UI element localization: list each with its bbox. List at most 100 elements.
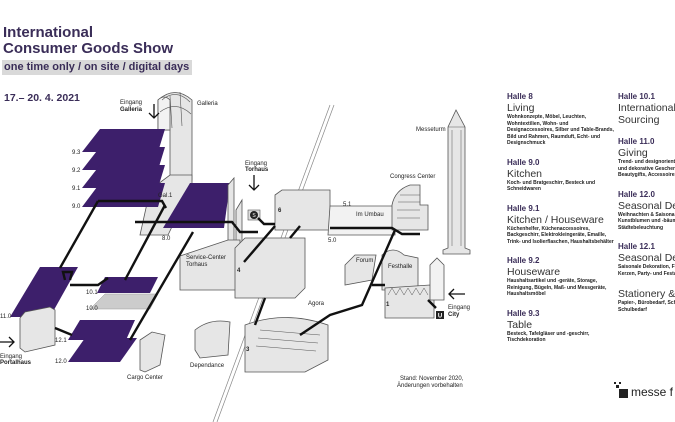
title-line-1: International [3,24,94,41]
hall-12-0[interactable] [68,338,137,362]
hall-9-2-label: 9.2 [72,168,81,174]
hall-description-3: Städtebeleuchtung [618,224,664,231]
hall-10-1-label: 10.1 [86,290,98,296]
hall-9-0-label: 9.0 [72,204,81,210]
hall-6-label: 6 [278,208,282,214]
legend-entry-hall-10-1: Halle 10.1 International Sourcing [618,92,675,126]
tower-building [429,257,445,301]
legend-entry-hall-9-1: Halle 9.1 Kitchen / Houseware Küchenhelf… [507,204,615,246]
messe-logo: messe f [614,382,673,398]
hall-11-0[interactable] [10,267,78,317]
hall-number: Halle 9.0 [507,157,540,167]
hall-description-3: Beautygifts, Accessoires [618,172,675,178]
entrance-portalhaus-name: Portalhaus [0,360,32,366]
sbahn-letter: S [252,213,256,219]
legend-entry-hall-9-0: Halle 9.0 Kitchen Koch- und Bratgeschirr… [507,158,615,193]
hall-9-1-label: 9.1 [72,186,81,192]
entrance-city-name: City [448,312,460,318]
legend-entry-hall-9-2: Halle 9.2 Houseware Haushaltsartikel und… [507,256,615,298]
hall-6[interactable] [274,189,331,231]
hall-8-0-label: 8.0 [162,236,171,242]
dependance-label: Dependance [190,363,225,369]
legend-entry-stationery: Stationery & Papier-, Bürobedarf, Sch Sc… [618,288,675,313]
hall-theme-2: Sourcing [618,114,660,126]
hall-12-1[interactable] [68,320,135,340]
hall-description: Weihnachten & Saisona [618,211,675,218]
hall-1-label: 1 [386,302,390,308]
hall-number: Halle 12.1 [618,242,655,251]
hall-number: Halle 9.2 [507,256,540,265]
hall-11-0-label: 11.0 [0,314,12,320]
im-umbau-label: Im Umbau [356,212,384,218]
hall-description: Besteck, Tafelgläser und -geschirr, Tisc… [507,330,590,344]
hall-4[interactable] [234,237,306,299]
hall-theme: Houseware [507,266,561,278]
legend-entry-hall-12-0: Halle 12.0 Seasonal Dec Weihnachten & Sa… [618,190,675,232]
congress-center[interactable] [391,184,429,231]
festhalle-label: Festhalle [388,264,413,270]
portalhaus[interactable] [19,306,56,353]
entrance-portalhaus-label: Eingang [0,354,22,360]
legend-entry-hall-9-3: Halle 9.3 Table Besteck, Tafelgläser und… [507,309,615,344]
hall-number: Halle 9.1 [507,203,540,213]
hall-theme: Table [507,318,533,331]
hall-description-2: Kunstblumen und -bäum [618,218,675,224]
hall-8-0[interactable] [163,183,230,228]
status-note: Stand: November 2020, [400,376,464,382]
hall-12-1-label: 12.1 [55,338,67,344]
legend-entry-hall-8: Halle 8 Living Wohnkonzepte, Möbel, Leuc… [507,92,615,147]
logo-text: messe f [631,385,674,399]
sbahn-icon: S [247,209,261,221]
dependance [194,320,231,359]
venue-map: Eingang Galleria Galleria 9.3 9.2 9.1 9.… [0,91,471,422]
title-line-2: Consumer Goods Show [3,40,174,57]
entrance-torhaus-name: Torhaus [245,167,269,173]
service-center-torhaus-label: Torhaus [186,262,207,268]
hall-10-1[interactable] [97,277,158,293]
ubahn-icon: U [436,311,444,320]
hall-theme: Giving [618,147,648,159]
entrance-galleria-name: Galleria [120,107,143,113]
entrance-torhaus-label: Eingang [245,161,267,167]
legend-entry-hall-12-1: Halle 12.1 Seasonal Dec Saisonale Dekora… [618,242,675,277]
cargo-center-label: Cargo Center [127,375,163,381]
hall-number: Halle 12.0 [618,189,655,199]
hall-description-2: und dekorative Geschen [618,165,675,172]
hall-9-2[interactable] [82,147,165,170]
gal-1-label: Gal.1 [158,193,173,199]
hall-theme: Living [507,102,535,114]
hall-4-label: 4 [237,268,241,274]
hall-5[interactable] [327,205,396,236]
hall-5-1-label: 5.1 [343,202,352,208]
hall-theme: Stationery & [618,288,675,300]
messeturm-tower[interactable] [442,109,471,255]
hall-description: Haushaltsartikel und -geräte, Storage, R… [507,278,607,297]
hall-1[interactable] [384,284,435,319]
hall-number: Halle 9.3 [507,308,540,318]
show-title: International Consumer Goods Show [3,25,173,57]
entrance-city-label: Eingang [448,305,470,311]
forum-label: Forum [356,258,373,264]
legend-entry-hall-11-0: Halle 11.0 Giving Trend- und designorien… [618,137,675,179]
hall-9-1[interactable] [82,165,165,188]
walkway-paths [54,199,437,341]
hall-description: Trend- und designorient [618,159,675,165]
hall-10-0[interactable] [89,293,159,310]
hall-5-0-label: 5.0 [328,238,337,244]
arrow-right-icon [0,336,15,348]
festhalle[interactable] [381,249,419,291]
service-center-label: Service-Center [186,255,226,261]
arrow-down-icon [248,175,260,191]
hall-12-0-label: 12.0 [55,359,67,365]
hall-description: Papier-, Bürobedarf, Sch [618,300,675,306]
congress-center-label: Congress Center [390,174,435,180]
torhaus-building [179,176,243,291]
hall-9-3[interactable] [82,129,165,152]
hall-description-2: Kerzen, Party- und Festa [618,270,675,277]
arrow-left-icon [448,288,465,300]
forum[interactable] [344,254,377,286]
subtitle-badge: one time only / on site / digital days [2,60,193,75]
agora-label: Agora [308,301,325,307]
cargo-center [139,331,166,373]
ubahn-letter: U [438,314,442,320]
